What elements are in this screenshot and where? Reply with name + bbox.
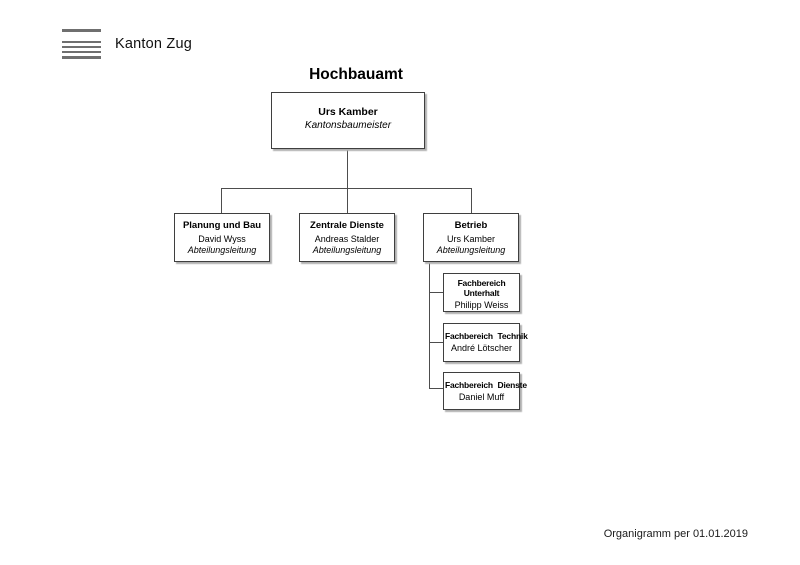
node-title: Zentrale Dienste [310,220,384,231]
logo-stripe [62,51,101,54]
connector-main-horizontal [221,188,472,189]
connector-drop-betrieb [471,188,472,213]
node-title: Betrieb [454,220,488,231]
org-chart-title: Hochbauamt [309,66,403,83]
connector-stub-unterhalt [429,292,443,293]
node-title: Fachbereich Technik [445,331,528,341]
node-person-name: David Wyss [198,234,246,244]
connector-betrieb-vertical [429,261,430,389]
node-person-name: André Lötscher [450,343,513,353]
connector-root-drop [347,149,348,189]
org-node-betrieb: Betrieb Urs Kamber Abteilungsleitung [423,213,519,262]
brand-name: Kanton Zug [115,36,192,52]
connector-drop-planung [221,188,222,213]
node-role: Kantonsbaumeister [304,120,392,131]
node-person-name: Philipp Weiss [454,300,509,310]
node-role: Abteilungsleitung [312,244,382,255]
node-role: Abteilungsleitung [436,244,506,255]
org-node-fachbereich-unterhalt: Fachbereich Unterhalt Philipp Weiss [443,273,520,312]
logo-stripe [62,56,101,59]
node-title: Fachbereich Unterhalt [457,278,506,298]
node-person-name: Daniel Muff [458,392,505,402]
org-node-fachbereich-technik: Fachbereich Technik André Lötscher [443,323,528,362]
node-person-name: Urs Kamber [446,234,495,244]
connector-stub-technik [429,342,443,343]
org-node-fachbereich-dienste: Fachbereich Dienste Daniel Muff [443,372,527,410]
node-person-name: Andreas Stalder [314,234,380,244]
node-title: Planung und Bau [182,220,262,231]
node-person-name: Urs Kamber [318,106,378,118]
kanton-zug-logo-icon [62,29,101,59]
logo-stripe [62,29,101,32]
org-node-zentrale-dienste: Zentrale Dienste Andreas Stalder Abteilu… [299,213,395,262]
connector-drop-zentrale [347,188,348,213]
logo-stripe [62,45,101,49]
org-node-kantonsbaumeister: Urs Kamber Kantonsbaumeister [271,92,425,149]
node-title: Fachbereich Dienste [445,380,527,390]
node-role: Abteilungsleitung [187,244,257,255]
connector-stub-dienste [429,388,443,389]
org-node-planung-und-bau: Planung und Bau David Wyss Abteilungslei… [174,213,270,262]
logo-stripe [62,40,101,44]
footer-date-note: Organigramm per 01.01.2019 [603,528,748,540]
